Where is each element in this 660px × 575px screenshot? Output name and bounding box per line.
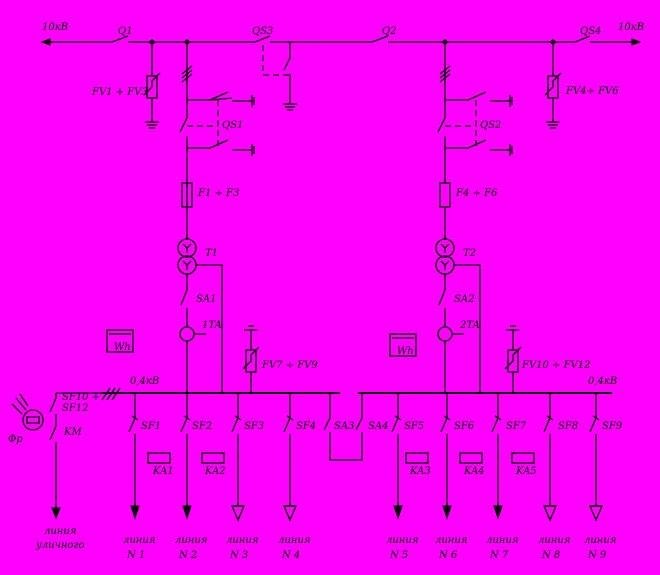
transformer-label-t2: T2 — [463, 248, 476, 259]
feeder-8 — [543, 393, 557, 522]
hv-line-10kv — [40, 35, 642, 46]
relay-ka4 — [459, 452, 483, 464]
fuse-label-f4-f6: F4 ÷ F6 — [455, 188, 498, 199]
bus-section-sa3-sa4 — [323, 393, 363, 461]
watt-hour-meter-right — [389, 333, 417, 357]
line-word-2: линия — [175, 535, 207, 546]
photo-relay-label: Фр — [8, 434, 23, 445]
surge-arrester-fv7-fv9 — [242, 325, 260, 393]
breaker-label-q1: Q1 — [118, 26, 133, 37]
line-word-9: линия — [584, 535, 616, 546]
line-number-2: N 2 — [178, 550, 197, 561]
relay-label-ka2: KA2 — [204, 466, 226, 477]
ct-label-2ta: 2TA — [459, 320, 480, 331]
breaker-label-sf6: SF6 — [454, 421, 475, 432]
disconnector-label-qs2: QS2 — [480, 120, 501, 131]
switch-label-sa1: SA1 — [196, 294, 216, 305]
feeder-4 — [283, 393, 297, 522]
breaker-label-sf10: SF10 + — [62, 392, 100, 403]
feeder-3 — [231, 393, 245, 522]
street-line-label-1: линия — [44, 526, 76, 537]
line-number-5: N 5 — [389, 550, 408, 561]
line-word-7: линия — [486, 535, 518, 546]
disconnector-label-qs4: QS4 — [580, 26, 601, 37]
feeder-6 — [440, 393, 452, 520]
switch-label-sa2: SA2 — [454, 294, 474, 305]
feeder-1 — [128, 393, 140, 520]
disconnector-label-qs3: QS3 — [252, 26, 273, 37]
transformer-label-t1: T1 — [205, 248, 218, 259]
breaker-label-sf8: SF8 — [558, 421, 578, 432]
line-number-4: N 4 — [281, 550, 300, 561]
arrester-label-fv10-fv12: FV10 ÷ FV12 — [521, 360, 591, 371]
street-lighting-feeder — [49, 392, 100, 520]
line-labels: линия N 1 линия N 2 линия N 3 линия N 4 линия N 5… — [123, 535, 616, 561]
feeder-7 — [491, 393, 503, 520]
surge-arrester-fv1-fv3 — [143, 42, 161, 129]
line-word-4: линия — [278, 535, 310, 546]
breaker-label-sf4: SF4 — [296, 421, 316, 432]
surge-arrester-fv10-fv12 — [504, 325, 522, 393]
voltage-label-04kv-right: 0,4кВ — [588, 376, 617, 387]
breaker-label-sf7: SF7 — [506, 421, 527, 432]
arrester-label-fv1-fv3: FV1 + FV3 — [91, 87, 148, 98]
line-number-9: N 9 — [587, 550, 607, 561]
line-word-1: линия — [123, 535, 155, 546]
feeder-9 — [589, 393, 603, 522]
meter-label-wh-left: Wh — [114, 342, 131, 353]
breaker-label-sf5: SF5 — [404, 421, 424, 432]
line-number-1: N 1 — [126, 550, 145, 561]
contactor-label-km: KM — [63, 427, 82, 438]
feeder-2 — [180, 393, 192, 520]
ct-label-1ta: 1TA — [202, 320, 222, 331]
relay-label-ka3: KA3 — [409, 466, 431, 477]
arrester-label-fv4-fv6: FV4÷ FV6 — [565, 86, 619, 97]
breaker-label-sf1: SF1 — [141, 421, 161, 432]
switch-label-sa3: SA3 — [334, 421, 354, 432]
fuse-label-f1-f3: F1 ÷ F3 — [197, 188, 239, 199]
breaker-label-q2: Q2 — [382, 26, 397, 37]
line-word-6: линия — [435, 535, 467, 546]
switch-label-sa4: SA4 — [368, 421, 388, 432]
surge-arrester-fv4-fv6 — [544, 42, 562, 129]
relay-ka5 — [511, 452, 535, 464]
feeder-5 — [391, 393, 403, 520]
relay-ka1 — [147, 452, 171, 464]
voltage-label-04kv-left: 0,4кВ — [130, 376, 159, 387]
line-number-6: N 6 — [438, 550, 458, 561]
street-line-label-2: уличного — [35, 540, 85, 551]
line-number-3: N 3 — [229, 550, 248, 561]
feeder-left-hv — [177, 42, 255, 393]
voltage-label-10kv-right: 10кВ — [618, 22, 644, 33]
disconnector-label-qs1: QS1 — [222, 120, 243, 131]
breaker-label-sf9: SF9 — [602, 421, 623, 432]
voltage-label-10kv-left: 10кВ — [42, 22, 68, 33]
breaker-label-sf2: SF2 — [192, 421, 212, 432]
outgoing-feeders — [128, 393, 603, 522]
relay-label-ka5: KA5 — [515, 466, 537, 477]
line-word-8: линия — [538, 535, 570, 546]
relay-label-ka1: KA1 — [152, 466, 174, 477]
breaker-label-sf3: SF3 — [244, 421, 264, 432]
relay-label-ka4: KA4 — [463, 466, 485, 477]
line-word-3: линия — [226, 535, 258, 546]
arrester-label-fv7-fv9: FV7 ÷ FV9 — [261, 360, 318, 371]
photo-relay-icon — [11, 393, 44, 431]
line-number-7: N 7 — [489, 550, 509, 561]
qs3-earthing — [262, 42, 297, 111]
line-word-5: линия — [386, 535, 418, 546]
watt-hour-meter-left — [106, 329, 134, 353]
line-number-8: N 8 — [541, 550, 560, 561]
breaker-label-sf12: SF12 — [62, 403, 89, 414]
relay-ka3 — [405, 452, 429, 464]
feeder-right-hv — [435, 42, 513, 393]
relay-ka2 — [201, 452, 225, 464]
bus-hatch — [101, 387, 121, 401]
meter-label-wh-right: Wh — [397, 346, 414, 357]
